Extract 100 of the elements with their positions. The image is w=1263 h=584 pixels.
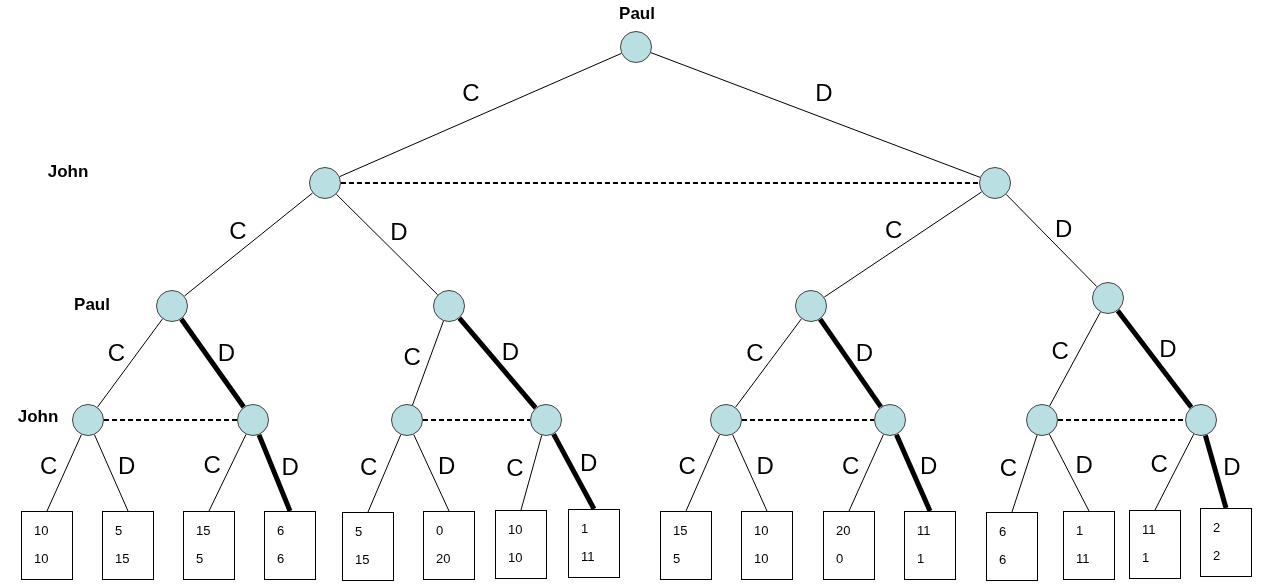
payoff-value: 11 (1142, 523, 1156, 537)
edge-label: D (390, 220, 408, 245)
branch-line (179, 317, 246, 409)
branch-line (208, 433, 247, 512)
edge-label: C (884, 218, 903, 243)
payoff-value: 10 (754, 552, 769, 566)
information-set-line (422, 419, 531, 421)
payoff-value: 5 (115, 524, 123, 538)
payoff-value: 1 (1076, 524, 1084, 538)
information-set-line (340, 182, 980, 184)
payoff-value: 15 (196, 524, 211, 538)
payoff-value: 11 (917, 524, 931, 538)
payoff-box (904, 511, 956, 580)
payoff-value: 5 (673, 552, 681, 566)
payoff-value: 20 (836, 524, 851, 538)
decision-node-circle (237, 404, 269, 436)
payoff-box (183, 511, 235, 580)
branch-line (1115, 309, 1194, 409)
player-label: John (47, 163, 89, 181)
edge-label: D (920, 453, 938, 478)
payoff-box (1063, 511, 1115, 580)
branch-line (457, 316, 538, 410)
edge-label: C (678, 453, 696, 478)
decision-node-circle (156, 290, 188, 322)
decision-node-circle (1185, 404, 1217, 436)
payoff-value: 2 (1213, 521, 1221, 535)
decision-node-circle (530, 404, 562, 436)
edge-label: C (360, 454, 378, 479)
payoff-value: 11 (1076, 552, 1090, 566)
decision-node-circle (1092, 282, 1124, 314)
payoff-value: 10 (34, 524, 49, 538)
decision-node-circle (620, 31, 652, 63)
payoff-value: 11 (581, 550, 595, 564)
edge-label: C (462, 81, 480, 105)
decision-node-circle (433, 290, 465, 322)
edge-label: D (580, 451, 598, 476)
edge-label: C (40, 453, 58, 478)
decision-node-circle (795, 290, 827, 322)
payoff-box (741, 511, 793, 580)
edge-label: D (1075, 452, 1093, 477)
decision-node-circle (309, 167, 341, 199)
decision-node-circle (874, 404, 906, 436)
branch-line (412, 320, 444, 406)
branch-line (413, 434, 450, 512)
branch-line (818, 317, 883, 409)
edge-label: C (999, 456, 1017, 481)
payoff-box (1200, 508, 1252, 577)
edge-label: C (1150, 452, 1168, 477)
edge-label: C (842, 453, 860, 478)
payoff-value: 10 (34, 552, 49, 566)
branch-line (551, 432, 597, 511)
payoff-box (660, 511, 712, 580)
payoff-value: 6 (999, 525, 1007, 539)
player-label: John (17, 408, 59, 426)
payoff-value: 10 (508, 551, 523, 565)
edge-label: D (1159, 336, 1177, 361)
decision-node-circle (710, 404, 742, 436)
payoff-value: 6 (277, 552, 285, 566)
payoff-value: 6 (277, 524, 285, 538)
payoff-value: 2 (1213, 549, 1221, 563)
decision-node-circle (72, 404, 104, 436)
payoff-box (342, 512, 394, 581)
decision-node-circle (391, 404, 423, 436)
branch-line (1154, 433, 1195, 511)
decision-node-circle (979, 167, 1011, 199)
edge-label: D (501, 339, 520, 364)
branch-line (1049, 311, 1101, 407)
payoff-box (1129, 510, 1181, 579)
payoff-value: 10 (754, 524, 769, 538)
payoff-box (423, 511, 475, 580)
branch-line (823, 191, 983, 298)
information-set-line (103, 419, 238, 421)
payoff-value: 1 (917, 552, 925, 566)
information-set-line (1057, 419, 1186, 421)
edge-label: C (1051, 338, 1069, 363)
edge-label: D (438, 453, 456, 478)
payoff-value: 1 (1142, 551, 1150, 565)
player-label: Paul (619, 5, 655, 23)
edge-label: D (1223, 455, 1241, 480)
branch-line (1048, 433, 1090, 512)
payoff-box (495, 510, 547, 579)
edge-label: C (203, 453, 221, 478)
payoff-value: 0 (436, 524, 444, 538)
payoff-value: 6 (999, 553, 1007, 567)
payoff-value: 0 (836, 552, 844, 566)
edge-label: C (107, 340, 125, 365)
payoff-value: 20 (436, 552, 451, 566)
edge-label: D (855, 341, 874, 366)
payoff-box (21, 511, 73, 580)
edge-label: C (506, 456, 524, 481)
branch-line (97, 318, 163, 408)
edge-label: D (1054, 216, 1073, 241)
edge-label: C (229, 219, 247, 244)
branch-line (183, 192, 314, 297)
branch-line (732, 434, 768, 512)
branch-line (735, 318, 802, 408)
branch-line (848, 434, 884, 512)
payoff-value: 15 (673, 524, 688, 538)
branch-line (685, 434, 721, 512)
edge-label: D (756, 453, 774, 478)
